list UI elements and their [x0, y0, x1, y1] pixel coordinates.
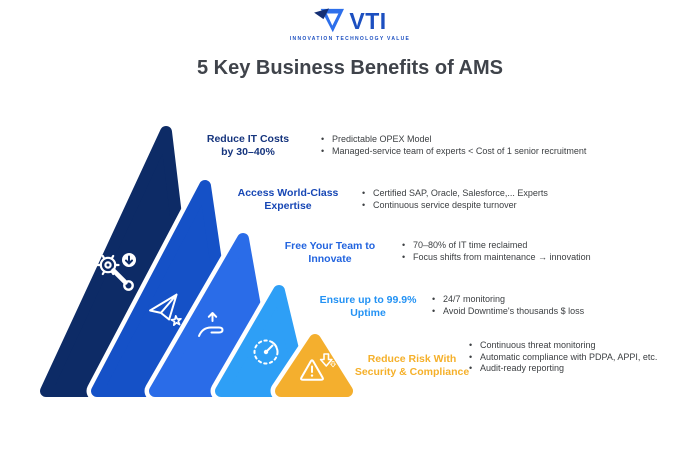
benefit-heading-5-line1: Reduce Risk With — [367, 353, 457, 365]
benefit-heading-3: Free Your Team to Innovate — [268, 240, 392, 266]
benefit-heading-1-line2: by 30–40% — [221, 146, 275, 158]
bullet-item: Automatic compliance with PDPA, APPI, et… — [468, 352, 657, 364]
pyramid-shape-5 — [275, 334, 353, 397]
pyramid-shape-4 — [215, 285, 309, 397]
benefit-heading-3-line1: Free Your Team to — [284, 240, 376, 252]
benefit-heading-2-line2: Expertise — [264, 200, 312, 212]
bullet-item: Managed-service team of experts < Cost o… — [320, 146, 586, 158]
benefit-heading-2: Access World-Class Expertise — [226, 187, 350, 213]
logo-text: VTI — [349, 7, 387, 34]
benefit-heading-5-line2: Security & Compliance — [354, 366, 470, 378]
bullet-list-3: 70–80% of IT time reclaimed Focus shifts… — [401, 240, 591, 263]
benefit-heading-4-line2: Uptime — [350, 307, 386, 319]
stopwatch-icon — [253, 339, 279, 365]
benefit-heading-3-line2: Innovate — [308, 253, 352, 265]
bullet-list-4: 24/7 monitoring Avoid Downtime's thousan… — [431, 294, 584, 317]
bullet-item: Continuous threat monitoring — [468, 340, 657, 352]
logo-tagline: INNOVATION TECHNOLOGY VALUE — [289, 36, 411, 42]
paper-plane-star-icon — [149, 293, 182, 327]
warning-triangle-icon — [300, 353, 336, 381]
bullet-item: Certified SAP, Oracle, Salesforce,... Ex… — [361, 188, 548, 200]
bullet-list-5: Continuous threat monitoring Automatic c… — [468, 340, 657, 375]
benefit-heading-4: Ensure up to 99.9% Uptime — [306, 294, 430, 320]
benefit-heading-1: Reduce IT Costs by 30–40% — [186, 133, 310, 159]
hand-growth-arrow-icon — [198, 312, 224, 337]
bullet-item: Focus shifts from maintenance → innovati… — [401, 252, 591, 264]
benefit-heading-2-line1: Access World-Class — [237, 187, 339, 199]
bullet-item: Predictable OPEX Model — [320, 134, 586, 146]
logo: VTI INNOVATION TECHNOLOGY VALUE — [0, 7, 700, 43]
benefit-heading-4-line1: Ensure up to 99.9% — [319, 294, 417, 306]
vti-logo-mark — [314, 8, 345, 33]
bullet-item: Avoid Downtime's thousands $ loss — [431, 306, 584, 318]
benefit-heading-1-line1: Reduce IT Costs — [206, 133, 290, 145]
cost-reduction-gear-wrench-icon — [96, 253, 136, 291]
bullet-list-1: Predictable OPEX Model Managed-service t… — [320, 134, 586, 157]
page-title: 5 Key Business Benefits of AMS — [196, 57, 503, 79]
benefit-heading-5: Reduce Risk With Security & Compliance — [342, 353, 482, 379]
bullet-item: Continuous service despite turnover — [361, 200, 548, 212]
bullet-item: 70–80% of IT time reclaimed — [401, 240, 591, 252]
bullet-item: 24/7 monitoring — [431, 294, 584, 306]
bullet-item: Audit-ready reporting — [468, 363, 657, 375]
bullet-list-2: Certified SAP, Oracle, Salesforce,... Ex… — [361, 188, 548, 211]
